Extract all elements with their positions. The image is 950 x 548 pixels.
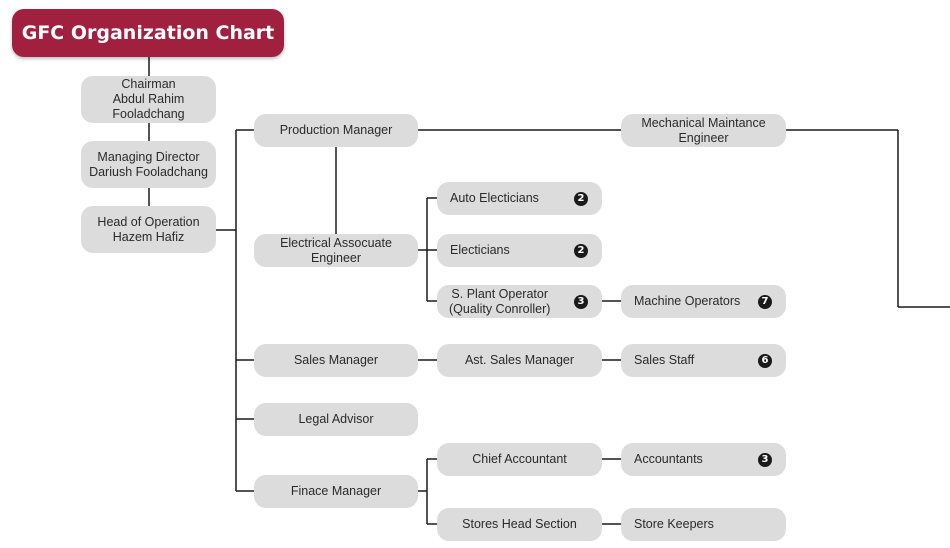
node-label: Sales Staff xyxy=(634,353,695,367)
node-chairman: Chairman Abdul Rahim Fooladchang xyxy=(81,76,216,123)
node-production-manager: Production Manager xyxy=(254,114,418,147)
node-s-plant-operator: S. Plant Operator (Quality Conroller) 3 xyxy=(437,285,602,318)
node-label: Ast. Sales Manager xyxy=(464,353,575,367)
node-mechanical-maintenance-engineer: Mechanical Maintance Engineer xyxy=(621,114,786,147)
count-badge: 3 xyxy=(574,294,588,309)
count-badge: 7 xyxy=(758,294,772,309)
node-sales-staff: Sales Staff 6 xyxy=(621,344,786,377)
node-auto-electricians: Auto Electicians 2 xyxy=(437,182,602,215)
node-label: Sales Manager xyxy=(293,353,379,367)
node-machine-operators: Machine Operators 7 xyxy=(621,285,786,318)
node-label: Machine Operators xyxy=(634,294,741,308)
node-label: Electicians xyxy=(450,243,510,257)
node-stores-head-section: Stores Head Section xyxy=(437,508,602,541)
node-label: Chief Accountant xyxy=(472,452,567,466)
node-label: Auto Electicians xyxy=(450,191,539,205)
node-electrical-associate-engineer: Electrical Assocuate Engineer xyxy=(254,234,418,267)
node-label: Stores Head Section xyxy=(462,517,577,531)
count-badge: 6 xyxy=(758,353,772,368)
count-badge: 2 xyxy=(574,191,588,206)
node-sales-manager: Sales Manager xyxy=(254,344,418,377)
node-accountants: Accountants 3 xyxy=(621,443,786,476)
node-head-of-operation: Head of Operation Hazem Hafiz xyxy=(81,206,216,253)
count-badge: 2 xyxy=(574,243,588,258)
count-badge: 3 xyxy=(758,452,772,467)
node-label: Production Manager xyxy=(279,123,393,137)
node-ast-sales-manager: Ast. Sales Manager xyxy=(437,344,602,377)
node-label: Store Keepers xyxy=(634,517,714,531)
node-label: S. Plant Operator (Quality Conroller) xyxy=(449,286,551,316)
node-managing-director: Managing Director Dariush Fooladchang xyxy=(81,141,216,188)
node-label: Electrical Assocuate Engineer xyxy=(280,235,392,265)
node-electricians: Electicians 2 xyxy=(437,234,602,267)
node-label: Accountants xyxy=(634,452,703,466)
node-label: Chairman Abdul Rahim Fooladchang xyxy=(112,77,185,121)
node-finance-manager: Finace Manager xyxy=(254,475,418,508)
node-label: Legal Advisor xyxy=(298,412,374,426)
node-store-keepers: Store Keepers xyxy=(621,508,786,541)
node-label: Managing Director Dariush Fooladchang xyxy=(89,149,208,179)
node-label: Head of Operation Hazem Hafiz xyxy=(97,214,200,244)
node-label: Mechanical Maintance Engineer xyxy=(641,115,766,145)
chart-title: GFC Organization Chart xyxy=(12,9,284,57)
node-chief-accountant: Chief Accountant xyxy=(437,443,602,476)
node-legal-advisor: Legal Advisor xyxy=(254,403,418,436)
node-label: Finace Manager xyxy=(290,484,382,498)
